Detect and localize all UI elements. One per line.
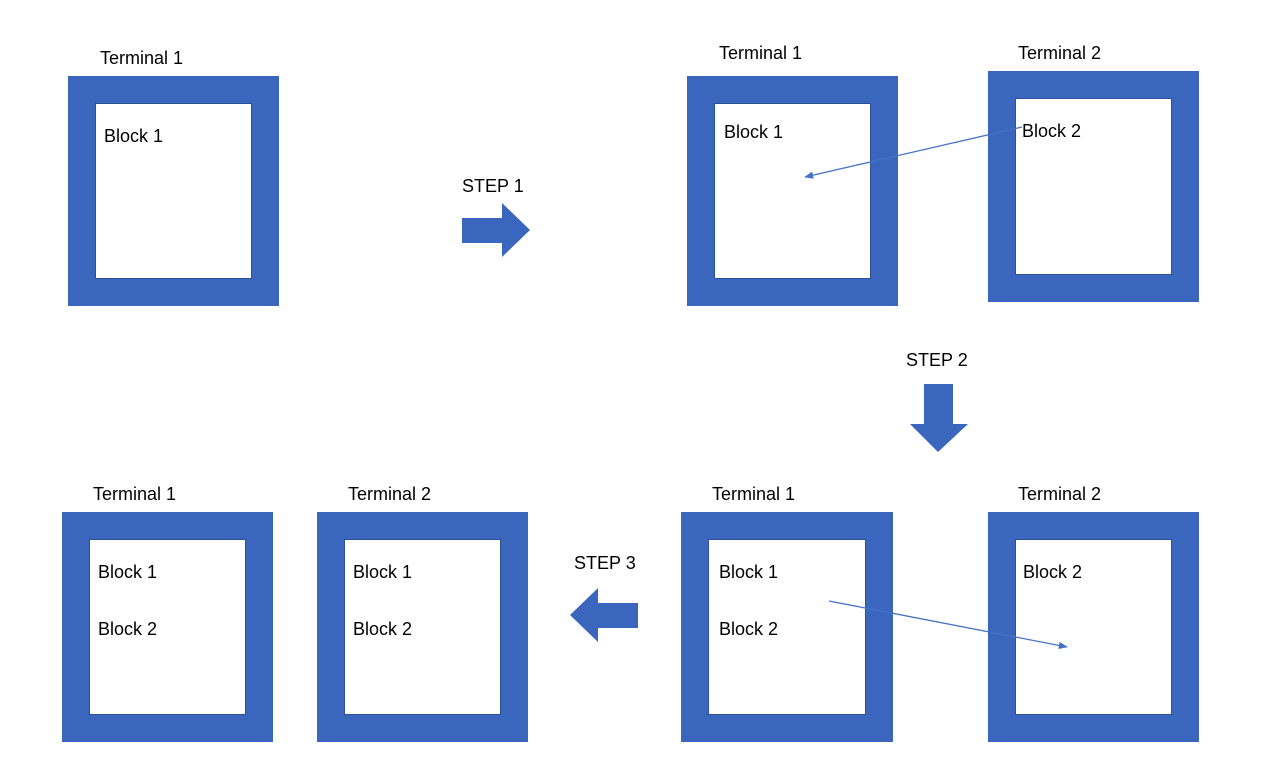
step1-arrow-icon: [462, 203, 530, 257]
state3-terminal1-frame: Block 1 Block 2: [62, 512, 273, 742]
state2-terminal2-content: Block 2: [1015, 539, 1172, 715]
state3-terminal2-block1: Block 1: [353, 562, 413, 582]
state3-terminal1-content: Block 1 Block 2: [89, 539, 246, 715]
state0-terminal1-content: Block 1: [95, 103, 252, 279]
state1-terminal2-block2: Block 2: [1022, 121, 1082, 141]
state0-terminal1-block1: Block 1: [104, 126, 164, 146]
state1-terminal1-title: Terminal 1: [719, 43, 803, 63]
state3-terminal1-block1: Block 1: [98, 562, 158, 582]
state0-terminal1-title: Terminal 1: [100, 48, 184, 68]
state0-terminal1-frame: Block 1: [68, 76, 279, 306]
state1-terminal2-title: Terminal 2: [1018, 43, 1102, 63]
state2-terminal2-frame: Block 2: [988, 512, 1199, 742]
state2-terminal2-block2: Block 2: [1023, 562, 1083, 582]
step3-arrow-icon: [570, 588, 638, 642]
state2-terminal1-content: Block 1 Block 2: [708, 539, 866, 715]
state2-terminal1-title: Terminal 1: [712, 484, 796, 504]
state2-terminal1-block1: Block 1: [719, 562, 779, 582]
step3-label: STEP 3: [574, 553, 636, 573]
step1-label: STEP 1: [462, 176, 524, 196]
state1-terminal1-content: Block 1: [714, 103, 871, 279]
state3-terminal2-content: Block 1 Block 2: [344, 539, 501, 715]
state2-terminal1-frame: Block 1 Block 2: [681, 512, 893, 742]
state1-terminal2-content: Block 2: [1015, 98, 1172, 275]
state1-terminal1-block1: Block 1: [724, 122, 784, 142]
state1-terminal1-frame: Block 1: [687, 76, 898, 306]
state3-terminal1-block2: Block 2: [98, 619, 158, 639]
step2-arrow-icon: [910, 384, 968, 452]
state3-terminal2-title: Terminal 2: [348, 484, 432, 504]
state3-terminal2-block2: Block 2: [353, 619, 413, 639]
state2-terminal1-block2: Block 2: [719, 619, 779, 639]
state2-terminal2-title: Terminal 2: [1018, 484, 1102, 504]
state3-terminal2-frame: Block 1 Block 2: [317, 512, 528, 742]
state3-terminal1-title: Terminal 1: [93, 484, 177, 504]
step2-label: STEP 2: [906, 350, 968, 370]
state1-terminal2-frame: Block 2: [988, 71, 1199, 302]
